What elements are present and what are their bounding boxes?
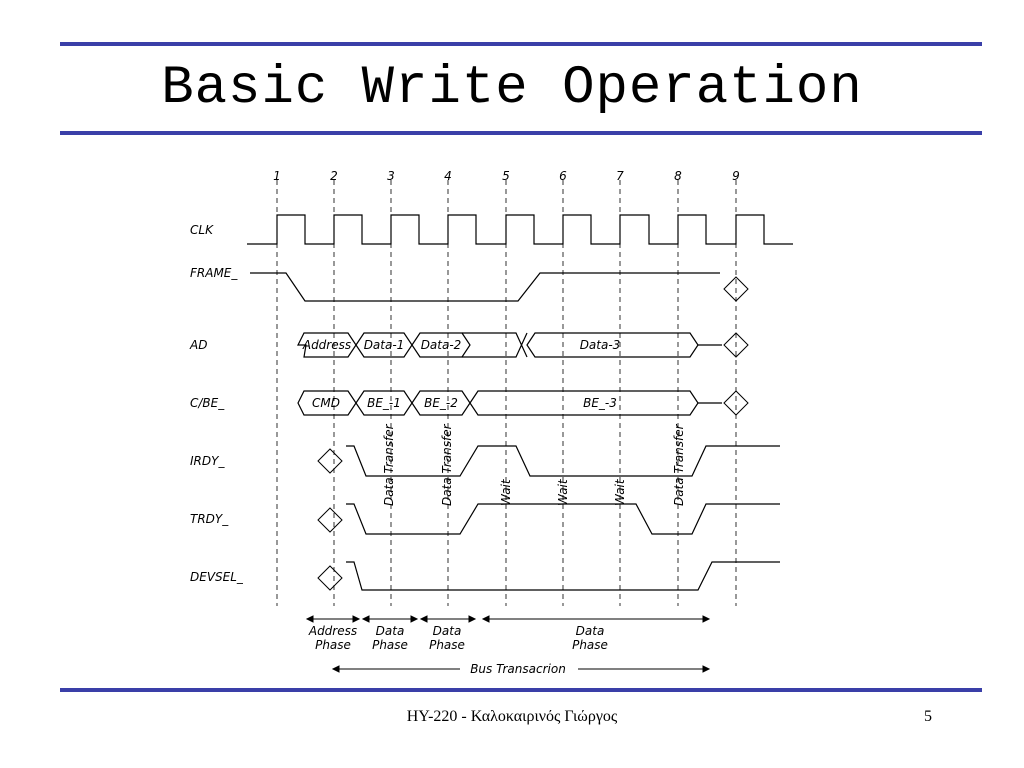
- ad-segment-data2: Data-2: [421, 338, 462, 352]
- page-number: 5: [924, 708, 932, 725]
- cbe-segment-be3: BE_-3: [583, 396, 617, 410]
- signal-label: DEVSEL_: [190, 570, 244, 584]
- phase-address-line1: Address: [308, 624, 357, 638]
- phase-data3-line1: Data: [576, 624, 605, 638]
- phase-data2-line2: Phase: [429, 638, 465, 652]
- ad-bus: Address Data-1 Data-2 Data-3: [297, 332, 749, 358]
- frame-waveform: [250, 272, 720, 302]
- irdy-signal: [317, 445, 780, 477]
- vertical-annotations: Data Transfer Data Transfer Wait Wait Wa…: [382, 423, 686, 506]
- clock-number: 7: [616, 169, 624, 183]
- ad-segment-data3: Data-3: [580, 338, 621, 352]
- trdy-signal: [317, 503, 780, 535]
- clock-number: 5: [502, 169, 510, 183]
- timing-diagram: 1 2 3 4 5 6 7 8 9 CLK FRAME_ AD C/BE_ IRDY_ TRDY_ DEVS…: [189, 169, 793, 676]
- clock-number: 2: [330, 169, 338, 183]
- bottom-rule: [60, 688, 982, 692]
- clock-number: 3: [387, 169, 395, 183]
- cbe-bus: CMD BE_-1 BE_-2 BE_-3: [297, 390, 749, 416]
- ad-turnaround-icon: [723, 332, 749, 358]
- ad-segment-data1: Data-1: [364, 338, 405, 352]
- signal-label: CLK: [190, 223, 214, 237]
- phase-data1-line1: Data: [376, 624, 405, 638]
- cbe-segment-be2: BE_-2: [424, 396, 458, 410]
- annotation-wait-1: Wait: [499, 478, 513, 506]
- signal-labels: CLK FRAME_ AD C/BE_ IRDY_ TRDY_ DEVSEL_: [189, 223, 244, 584]
- slide-title: Basic Write Operation: [161, 58, 863, 119]
- annotation-data-transfer-1: Data Transfer: [382, 423, 396, 506]
- phase-data1-line2: Phase: [372, 638, 408, 652]
- clock-number: 9: [732, 169, 740, 183]
- devsel-signal: [317, 561, 780, 591]
- trdy-turnaround-icon: [317, 507, 343, 533]
- phase-labels: Address Phase Data Phase Data Phase Data…: [308, 624, 608, 676]
- signal-label: IRDY_: [190, 454, 225, 468]
- signal-label: FRAME_: [190, 266, 238, 280]
- clock-number: 4: [444, 169, 452, 183]
- clock-number: 8: [674, 169, 682, 183]
- cbe-segment-be1: BE_-1: [367, 396, 401, 410]
- annotation-wait-2: Wait: [556, 478, 570, 506]
- footer-text: HY-220 - Καλοκαιρινός Γιώργος: [406, 708, 618, 725]
- phase-address-line2: Phase: [315, 638, 351, 652]
- phase-data2-line1: Data: [433, 624, 462, 638]
- annotation-wait-3: Wait: [613, 478, 627, 506]
- phase-data3-line2: Phase: [572, 638, 608, 652]
- irdy-turnaround-icon: [317, 448, 343, 474]
- annotation-data-transfer-3: Data Transfer: [672, 423, 686, 506]
- cbe-segment-cmd: CMD: [312, 396, 340, 410]
- devsel-turnaround-icon: [317, 565, 343, 591]
- cbe-turnaround-icon: [723, 390, 749, 416]
- clk-waveform: [247, 214, 793, 245]
- clock-numbers: 1 2 3 4 5 6 7 8 9: [273, 169, 740, 183]
- signal-label: TRDY_: [190, 512, 229, 526]
- signal-label: C/BE_: [190, 396, 225, 410]
- title-underline-rule: [60, 131, 982, 135]
- clock-number: 6: [559, 169, 567, 183]
- annotation-data-transfer-2: Data Transfer: [440, 423, 454, 506]
- signal-label: AD: [189, 338, 207, 352]
- bus-transaction-label: Bus Transacrion: [470, 662, 566, 676]
- ad-segment-address: Address: [302, 338, 351, 352]
- top-rule: [60, 42, 982, 46]
- clock-gridlines: [276, 180, 737, 606]
- clock-number: 1: [273, 169, 281, 183]
- phase-arrows: [305, 615, 711, 673]
- frame-turnaround-icon: [723, 276, 749, 302]
